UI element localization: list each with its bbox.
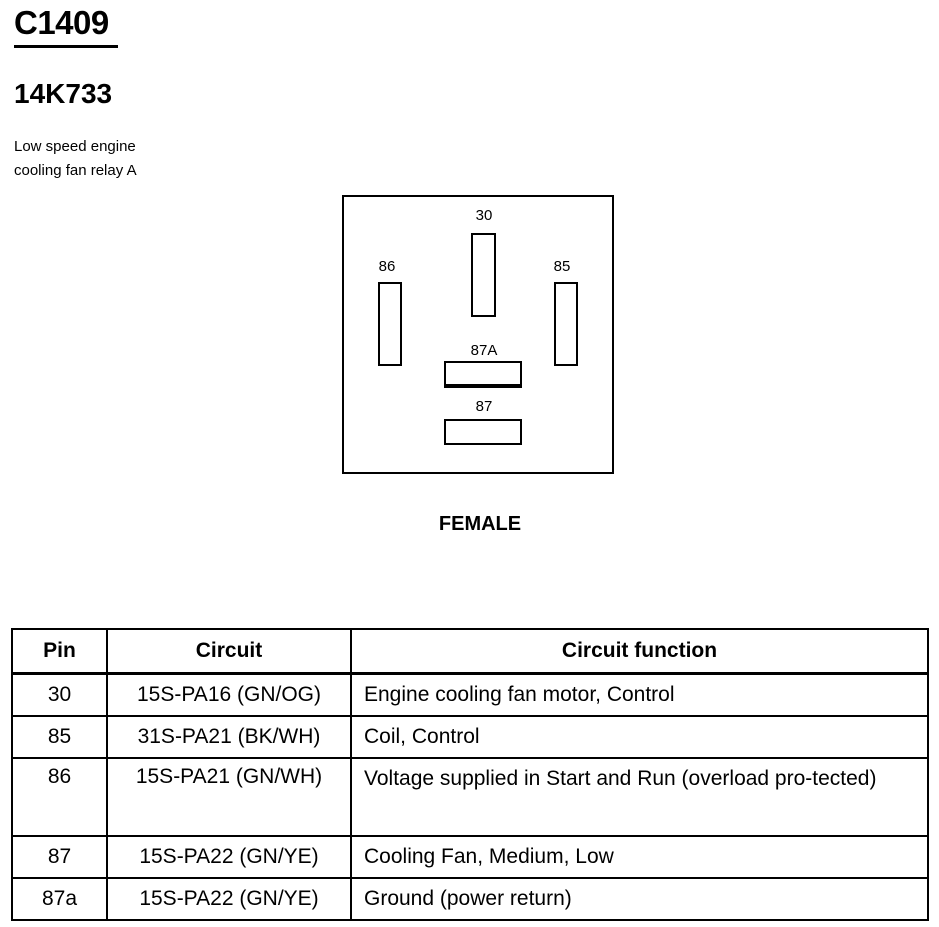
- table-row: 87a 15S-PA22 (GN/YE) Ground (power retur…: [11, 877, 929, 921]
- description-line-1: Low speed engine: [14, 138, 136, 155]
- pin-label-87: 87: [475, 398, 493, 415]
- cell-function: Engine cooling fan motor, Control: [350, 672, 929, 717]
- terminal-87: [444, 419, 522, 445]
- description-line-2: cooling fan relay A: [14, 162, 137, 179]
- table-header-row: Pin Circuit Circuit function: [11, 628, 929, 675]
- cell-function: Voltage supplied in Start and Run (overl…: [350, 757, 929, 837]
- table-row: 86 15S-PA21 (GN/WH) Voltage supplied in …: [11, 757, 929, 837]
- cell-pin: 87a: [11, 877, 108, 921]
- pin-label-85: 85: [553, 258, 571, 275]
- cell-circuit: 15S-PA21 (GN/WH): [106, 757, 352, 837]
- table-row: 85 31S-PA21 (BK/WH) Coil, Control: [11, 715, 929, 759]
- pin-label-87a: 87A: [470, 342, 498, 359]
- header-circuit: Circuit: [106, 628, 352, 675]
- cell-function: Coil, Control: [350, 715, 929, 759]
- terminal-86: [378, 282, 402, 366]
- terminal-87a: [444, 361, 522, 388]
- pin-label-30: 30: [475, 207, 493, 224]
- connector-id-underline: [14, 45, 118, 48]
- table-row: 87 15S-PA22 (GN/YE) Cooling Fan, Medium,…: [11, 835, 929, 879]
- pin-circuit-table: Pin Circuit Circuit function 30 15S-PA16…: [11, 628, 929, 921]
- connector-face: 30 86 85 87A 87: [342, 195, 614, 474]
- header-circuit-function: Circuit function: [350, 628, 929, 675]
- connector-id: C1409: [14, 4, 109, 41]
- connector-description: Low speed engine cooling fan relay A: [14, 135, 214, 183]
- cell-pin: 86: [11, 757, 108, 837]
- header-pin: Pin: [11, 628, 108, 675]
- part-number: 14K733: [14, 78, 113, 109]
- cell-function: Ground (power return): [350, 877, 929, 921]
- cell-circuit: 31S-PA21 (BK/WH): [106, 715, 352, 759]
- connector-gender-label: FEMALE: [438, 513, 522, 535]
- cell-pin: 30: [11, 672, 108, 717]
- cell-function: Cooling Fan, Medium, Low: [350, 835, 929, 879]
- cell-circuit: 15S-PA16 (GN/OG): [106, 672, 352, 717]
- cell-circuit: 15S-PA22 (GN/YE): [106, 877, 352, 921]
- cell-circuit: 15S-PA22 (GN/YE): [106, 835, 352, 879]
- terminal-85: [554, 282, 578, 366]
- terminal-30: [471, 233, 496, 317]
- pin-label-86: 86: [378, 258, 396, 275]
- cell-pin: 87: [11, 835, 108, 879]
- cell-pin: 85: [11, 715, 108, 759]
- table-row: 30 15S-PA16 (GN/OG) Engine cooling fan m…: [11, 672, 929, 717]
